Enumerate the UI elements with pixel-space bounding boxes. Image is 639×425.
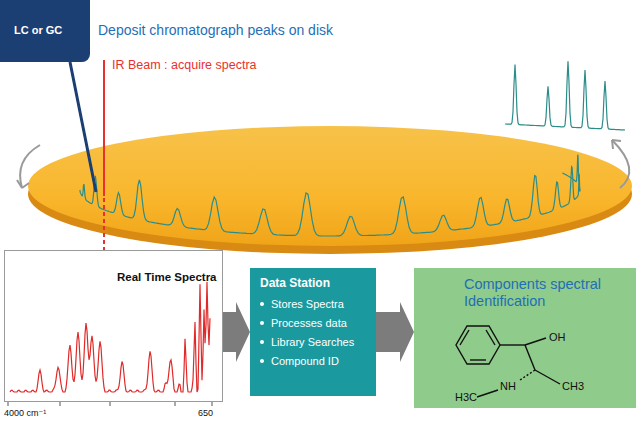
rotation-arrow	[612, 140, 629, 188]
bullet-item: Library Searches	[260, 336, 368, 348]
process-box: Data StationStores SpectraProcesses data…	[250, 268, 376, 396]
spectrum-panel: Real Time Spectra	[4, 250, 223, 402]
molecule-structure	[456, 326, 560, 397]
bullet-item: Compound ID	[260, 355, 368, 367]
axis-label: 650	[198, 408, 213, 418]
bullet-text: Library Searches	[271, 336, 354, 348]
atom-label: H3C	[455, 391, 477, 403]
bullet-item: Processes data	[260, 317, 368, 329]
block-arrow	[376, 302, 414, 362]
disk-surface	[28, 126, 632, 246]
bullet-dot	[260, 302, 264, 306]
axis-ticks	[8, 402, 212, 406]
result-box: Components spectral Identification	[414, 268, 636, 408]
box-label: LC or GC	[14, 24, 84, 36]
bullet-dot	[260, 321, 264, 325]
bullet-text: Processes data	[271, 317, 347, 329]
ir-spectrum	[10, 282, 210, 392]
ir-beam-dashed	[103, 198, 105, 258]
atom-label: CH3	[562, 380, 584, 392]
bullet-item: Stores Spectra	[260, 298, 368, 310]
box-heading: Data Station	[260, 276, 368, 290]
bullet-dot	[260, 359, 264, 363]
rotation-arrowhead	[612, 140, 621, 149]
ir-beam	[103, 60, 105, 196]
caption-text: Deposit chromatograph peaks on disk	[98, 22, 333, 38]
atom-label: OH	[549, 331, 566, 343]
chromatogram-trace	[80, 61, 625, 236]
source-box: LC or GC	[0, 0, 90, 62]
block-arrow	[223, 302, 251, 362]
atom-label: NH	[500, 380, 516, 392]
beam-label: IR Beam : acquire spectra	[112, 58, 257, 72]
box-heading: Components spectral Identification	[464, 276, 626, 310]
deposition-needle	[70, 62, 96, 192]
rotation-arrow	[20, 145, 40, 188]
panel-title: Real Time Spectra	[117, 271, 217, 283]
bullet-text: Stores Spectra	[271, 298, 344, 310]
axis-label: 4000 cm⁻¹	[4, 408, 46, 418]
bullet-dot	[260, 340, 264, 344]
bullet-text: Compound ID	[271, 355, 339, 367]
rotation-arrowhead	[17, 180, 29, 188]
